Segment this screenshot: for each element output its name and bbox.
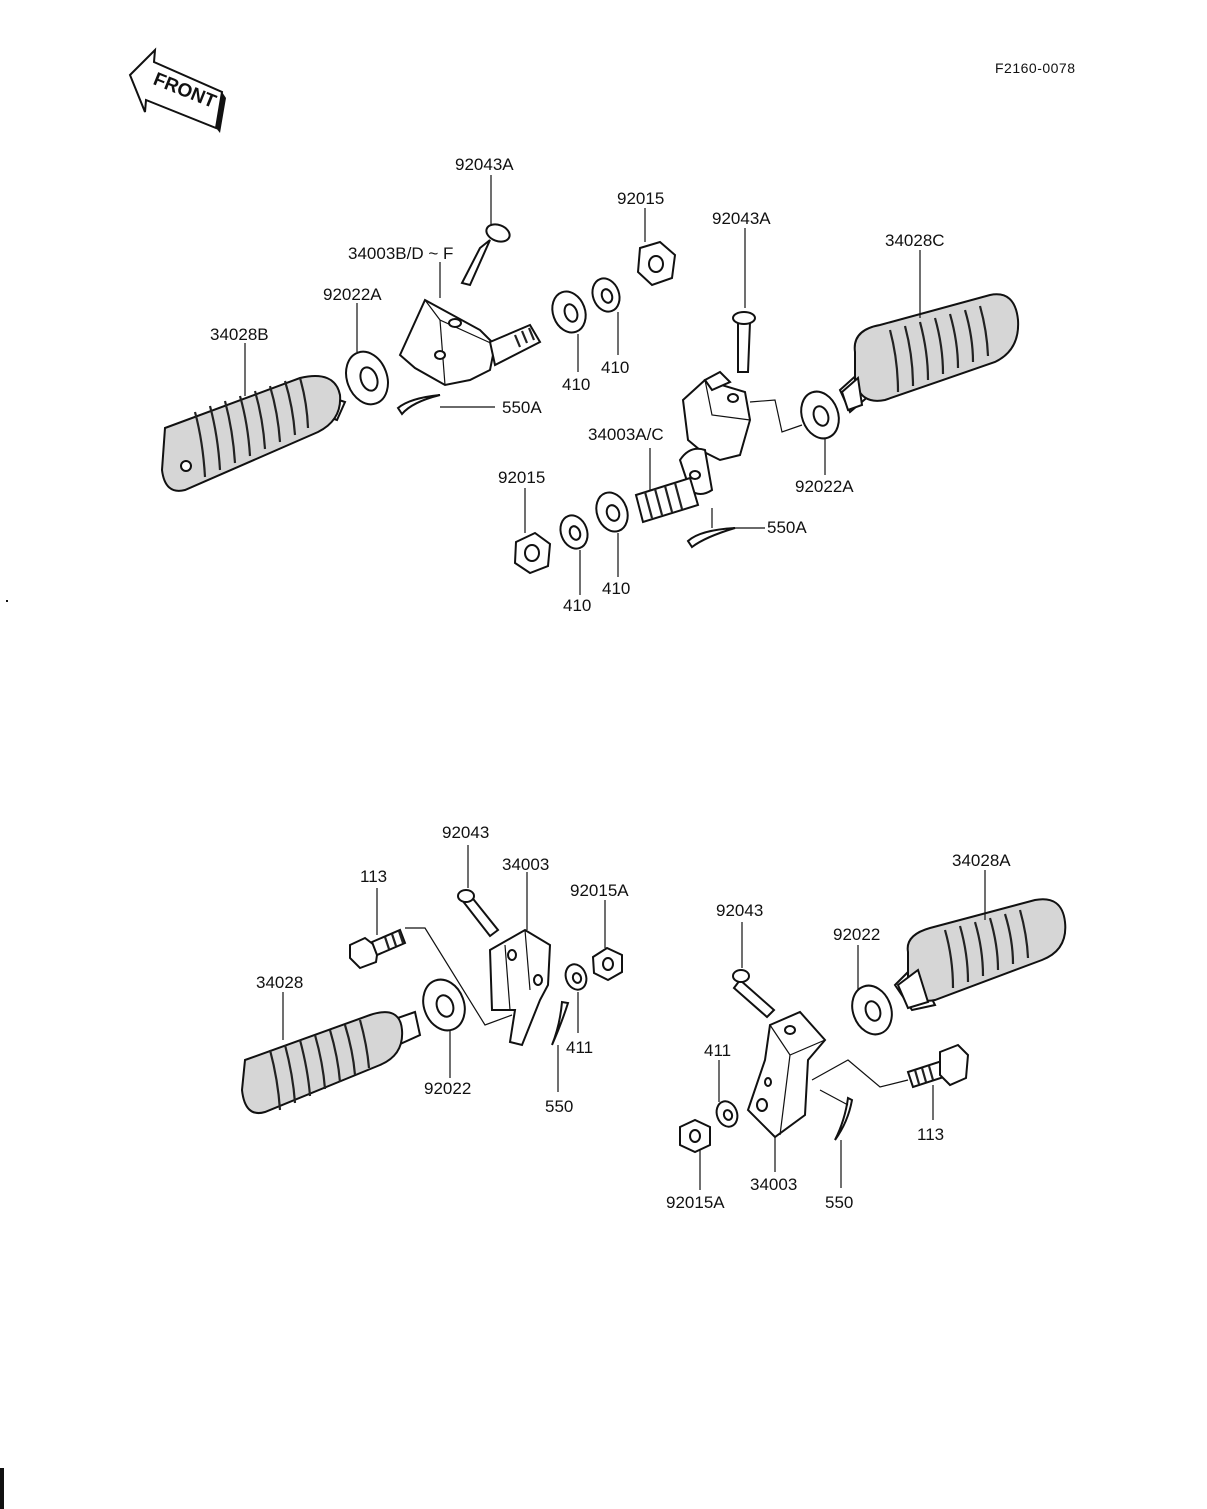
label-410-upper-left-a: 410: [562, 375, 590, 394]
label-34003A-C: 34003A/C: [588, 425, 664, 444]
label-410-upper-right-a: 410: [563, 596, 591, 615]
lower-right-washer-411: [715, 1100, 739, 1128]
label-92022A-upper-left: 92022A: [323, 285, 382, 304]
upper-right-washer-410-b: [595, 491, 629, 533]
label-92015A-lower-left: 92015A: [570, 881, 629, 900]
scan-edge-mark: [0, 1468, 4, 1509]
front-arrow-icon: FRONT: [128, 47, 226, 133]
label-550-lower-left: 550: [545, 1097, 573, 1116]
label-34028B: 34028B: [210, 325, 269, 344]
upper-left-washer: [345, 350, 389, 406]
upper-left-washer-410-a: [551, 290, 587, 334]
label-550A-upper-left: 550A: [502, 398, 542, 417]
label-92015-upper-right: 92015: [498, 468, 545, 487]
lower-left-washer-411: [564, 963, 588, 991]
upper-left-pin: [460, 223, 511, 287]
lower-right-washer: [851, 984, 893, 1036]
label-411-lower-left: 411: [566, 1038, 593, 1057]
label-92043-lower-left: 92043: [442, 823, 489, 842]
label-34003B-D-F: 34003B/D ~ F: [348, 244, 453, 263]
label-92043A-upper-left: 92043A: [455, 155, 514, 174]
label-92022A-upper-right: 92022A: [795, 477, 854, 496]
upper-left-footpeg: [160, 375, 347, 492]
scan-dot: [6, 600, 8, 602]
upper-right-washer: [800, 390, 840, 440]
label-411-lower-right: 411: [704, 1041, 731, 1060]
label-92022-lower-right: 92022: [833, 925, 880, 944]
upper-left-bracket: [398, 298, 542, 387]
label-92043-lower-right: 92043: [716, 901, 763, 920]
upper-right-shaft: [634, 476, 700, 524]
upper-left-nut: [636, 240, 677, 287]
lower-left-pin: [457, 889, 500, 938]
label-113-lower-left: 113: [360, 867, 387, 886]
upper-left-cotter-pin: [396, 394, 441, 416]
label-92015-upper-left: 92015: [617, 189, 664, 208]
label-550A-upper-right: 550A: [767, 518, 807, 537]
upper-right-washer-410-a: [559, 514, 589, 550]
lower-right-footpeg: [893, 898, 1067, 1012]
label-410-upper-left-b: 410: [601, 358, 629, 377]
label-34003-lower-right: 34003: [750, 1175, 797, 1194]
lower-right-bolt: [906, 1043, 970, 1089]
label-92022-lower-left: 92022: [424, 1079, 471, 1098]
lower-left-nut: [591, 946, 623, 982]
upper-right-bracket: [678, 370, 752, 495]
drawing-code: F2160-0078: [995, 60, 1076, 76]
label-550-lower-right: 550: [825, 1193, 853, 1212]
label-410-upper-right-b: 410: [602, 579, 630, 598]
upper-right-nut: [513, 531, 552, 575]
upper-right-cotter-pin: [686, 527, 736, 549]
lower-left-washer: [422, 978, 466, 1032]
lower-left-bracket: [488, 928, 552, 1047]
lower-right-cotter-pin: [834, 1096, 854, 1141]
lower-left-bolt: [349, 928, 407, 970]
lower-right-pin: [732, 969, 776, 1019]
label-113-lower-right: 113: [917, 1125, 944, 1144]
upper-right-footpeg: [838, 293, 1020, 414]
upper-right-pin: [732, 311, 756, 373]
label-34028: 34028: [256, 973, 303, 992]
lower-left-cotter-pin: [551, 1000, 570, 1046]
lower-right-bracket: [746, 1010, 827, 1139]
lower-left-footpeg: [240, 1010, 422, 1114]
label-34028C: 34028C: [885, 231, 945, 250]
upper-left-washer-410-b: [591, 277, 621, 313]
label-34003-lower-left: 34003: [502, 855, 549, 874]
label-92015A-lower-right: 92015A: [666, 1193, 725, 1212]
label-34028A: 34028A: [952, 851, 1011, 870]
label-92043A-upper-right: 92043A: [712, 209, 771, 228]
lower-right-nut: [679, 1118, 711, 1154]
